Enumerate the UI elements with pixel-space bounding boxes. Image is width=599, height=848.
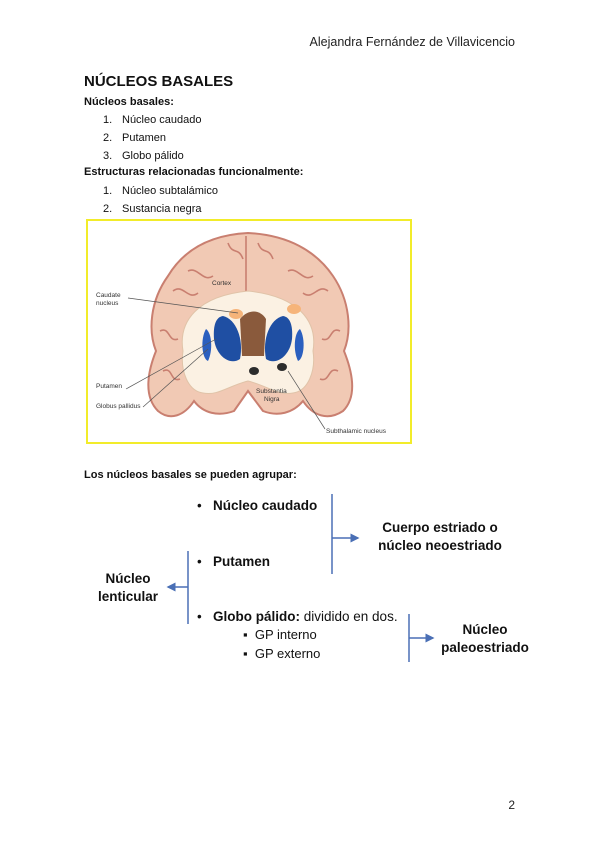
list-item: 2.Sustancia negra bbox=[103, 203, 202, 215]
label-substantia-2: Nigra bbox=[264, 396, 280, 403]
putamen-right bbox=[264, 316, 293, 362]
label-caudate-1: Caudate bbox=[96, 292, 121, 299]
page-number: 2 bbox=[508, 798, 515, 812]
list-item: 1.Núcleo subtalámico bbox=[103, 185, 218, 197]
label-caudate-2: nucleus bbox=[96, 300, 119, 307]
brain-illustration: Cortex Caudate nucleus Putamen Globus pa… bbox=[96, 231, 387, 435]
label-subthalamic: Subthalamic nucleus bbox=[326, 428, 387, 435]
label-cortex: Cortex bbox=[212, 280, 232, 287]
label-globus-pallidus: Globus pallidus bbox=[96, 403, 141, 410]
sub-item-gp-interno: ▪ GP interno bbox=[243, 627, 317, 642]
section-heading-related-structures: Estructuras relacionadas funcionalmente: bbox=[84, 166, 304, 178]
list-item: 1.Núcleo caudado bbox=[103, 114, 202, 126]
page-title: NÚCLEOS BASALES bbox=[84, 73, 234, 90]
author-name: Alejandra Fernández de Villavicencio bbox=[309, 35, 515, 49]
globus-left bbox=[202, 329, 212, 361]
substantia-nigra-left bbox=[249, 367, 259, 375]
section-heading-basal-nuclei: Núcleos basales: bbox=[84, 96, 174, 108]
item-putamen: • Putamen bbox=[197, 554, 271, 569]
putamen-left bbox=[213, 316, 242, 362]
caudate-right bbox=[287, 304, 301, 314]
item-nucleo-caudado: • Núcleo caudado bbox=[197, 498, 318, 513]
item-globo-palido: • Globo pálido: dividido en dos. bbox=[197, 609, 398, 624]
label-nucleo-lenticular: Núcleo lenticular bbox=[97, 571, 159, 604]
list-item: 2.Putamen bbox=[103, 132, 167, 144]
substantia-nigra-right bbox=[277, 363, 287, 371]
grouping-intro-text: Los núcleos basales se pueden agrupar: bbox=[84, 469, 297, 481]
label-cuerpo-estriado: Cuerpo estriado o núcleo neoestriado bbox=[378, 520, 502, 553]
label-substantia-1: Substantia bbox=[256, 388, 287, 395]
sub-item-gp-externo: ▪ GP externo bbox=[243, 646, 321, 661]
related-structures-list: 1.Núcleo subtalámico 2.Sustancia negra bbox=[103, 182, 218, 218]
label-putamen: Putamen bbox=[96, 383, 122, 390]
label-nucleo-paleoestriado: Núcleo paleoestriado bbox=[441, 622, 529, 655]
thalamus bbox=[240, 311, 266, 356]
basal-nuclei-list: 1.Núcleo caudado 2.Putamen 3.Globo pálid… bbox=[103, 111, 202, 165]
caudate-left bbox=[229, 309, 243, 319]
list-item: 3.Globo pálido bbox=[103, 150, 184, 162]
brain-coronal-section-figure: Cortex Caudate nucleus Putamen Globus pa… bbox=[86, 219, 412, 444]
globus-right bbox=[294, 329, 304, 361]
